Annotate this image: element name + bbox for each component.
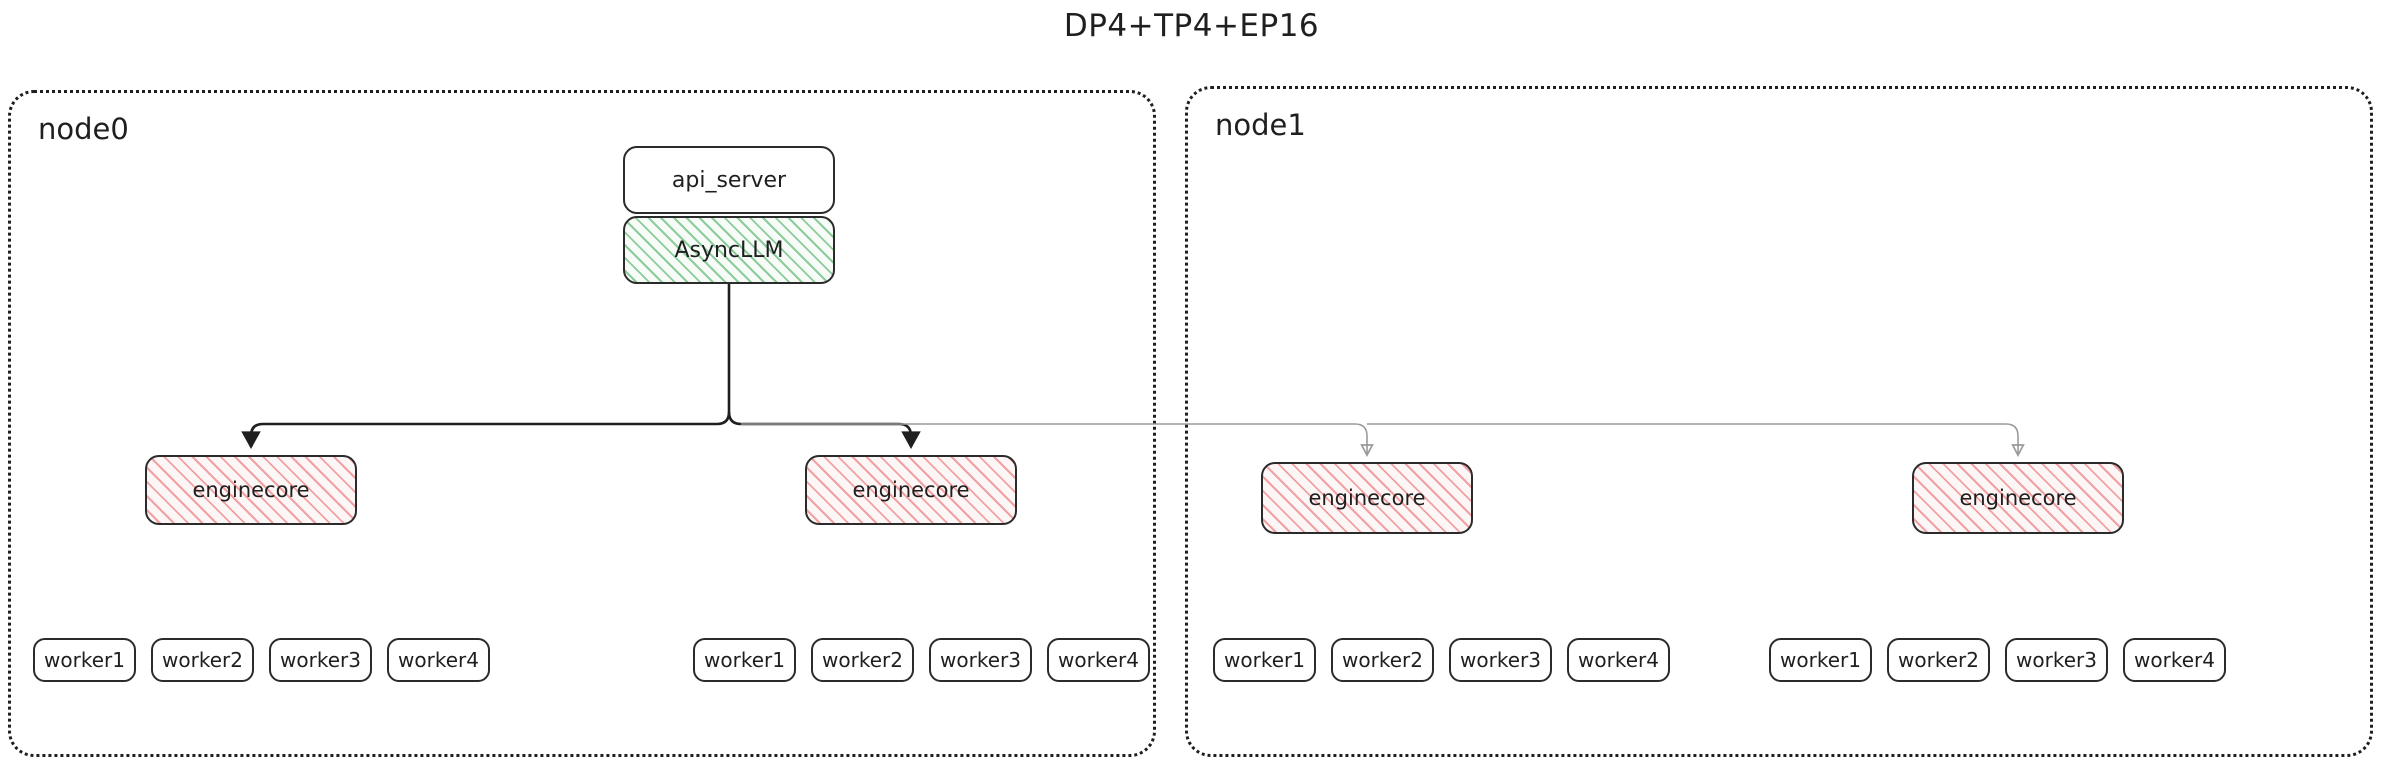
node-label-workers_2-worker1: worker1	[1224, 648, 1305, 672]
node-label-workers_0-worker4: worker4	[398, 648, 479, 672]
node-workers_2-worker2[interactable]: worker2	[1331, 638, 1434, 682]
node-enginecore_2[interactable]: enginecore	[1261, 462, 1473, 534]
node-workers_0-worker2[interactable]: worker2	[151, 638, 254, 682]
node-label-workers_3-worker4: worker4	[2134, 648, 2215, 672]
node-enginecore_3[interactable]: enginecore	[1912, 462, 2124, 534]
node-workers_2-worker1[interactable]: worker1	[1213, 638, 1316, 682]
node-workers_2-worker4[interactable]: worker4	[1567, 638, 1670, 682]
node-workers_0-worker3[interactable]: worker3	[269, 638, 372, 682]
node-asyncllm[interactable]: AsyncLLM	[623, 216, 835, 284]
diagram-title: DP4+TP4+EP16	[1063, 8, 1320, 44]
node-label-workers_3-worker2: worker2	[1898, 648, 1979, 672]
node-label-workers_2-worker2: worker2	[1342, 648, 1423, 672]
node-workers_3-worker1[interactable]: worker1	[1769, 638, 1872, 682]
node-label-workers_0-worker3: worker3	[280, 648, 361, 672]
subgraph-label-node1: node1	[1215, 108, 1306, 142]
node-label-workers_2-worker3: worker3	[1460, 648, 1541, 672]
node-enginecore_0[interactable]: enginecore	[145, 455, 357, 525]
node-enginecore_1[interactable]: enginecore	[805, 455, 1017, 525]
node-label-workers_1-worker1: worker1	[704, 648, 785, 672]
node-workers_1-worker2[interactable]: worker2	[811, 638, 914, 682]
node-workers_2-worker3[interactable]: worker3	[1449, 638, 1552, 682]
node-workers_1-worker1[interactable]: worker1	[693, 638, 796, 682]
node-label-enginecore_0: enginecore	[192, 478, 310, 502]
node-label-workers_3-worker3: worker3	[2016, 648, 2097, 672]
node-label-workers_1-worker3: worker3	[940, 648, 1021, 672]
node-label-workers_1-worker4: worker4	[1058, 648, 1139, 672]
node-label-enginecore_1: enginecore	[852, 478, 970, 502]
node-label-workers_3-worker1: worker1	[1780, 648, 1861, 672]
node-label-workers_1-worker2: worker2	[822, 648, 903, 672]
node-api_server[interactable]: api_server	[623, 146, 835, 214]
node-label-enginecore_2: enginecore	[1308, 486, 1426, 510]
node-workers_3-worker2[interactable]: worker2	[1887, 638, 1990, 682]
node-label-api_server: api_server	[671, 167, 787, 193]
subgraph-label-node0: node0	[38, 112, 129, 146]
node-workers_1-worker4[interactable]: worker4	[1047, 638, 1150, 682]
node-workers_0-worker1[interactable]: worker1	[33, 638, 136, 682]
node-workers_3-worker4[interactable]: worker4	[2123, 638, 2226, 682]
node-label-workers_0-worker2: worker2	[162, 648, 243, 672]
node-workers_3-worker3[interactable]: worker3	[2005, 638, 2108, 682]
subgraph-node1	[1185, 86, 2373, 757]
node-label-asyncllm: AsyncLLM	[674, 237, 784, 263]
node-label-enginecore_3: enginecore	[1959, 486, 2077, 510]
node-label-workers_2-worker4: worker4	[1578, 648, 1659, 672]
node-workers_1-worker3[interactable]: worker3	[929, 638, 1032, 682]
node-workers_0-worker4[interactable]: worker4	[387, 638, 490, 682]
node-label-workers_0-worker1: worker1	[44, 648, 125, 672]
